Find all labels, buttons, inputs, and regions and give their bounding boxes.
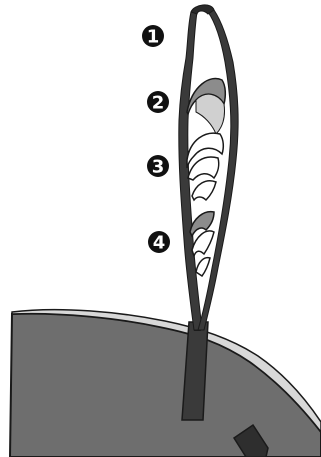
- loop-strap-icon: [179, 5, 238, 330]
- marker-1-label: 1: [147, 27, 160, 48]
- marker-2: 2: [147, 91, 169, 114]
- marker-4-label: 4: [153, 233, 166, 254]
- marker-2-label: 2: [152, 93, 165, 114]
- marker-4: 4: [148, 231, 170, 254]
- marker-3-label: 3: [152, 157, 165, 178]
- bag-body-icon: [10, 310, 321, 457]
- marker-3: 3: [147, 155, 169, 178]
- marker-1: 1: [142, 25, 164, 48]
